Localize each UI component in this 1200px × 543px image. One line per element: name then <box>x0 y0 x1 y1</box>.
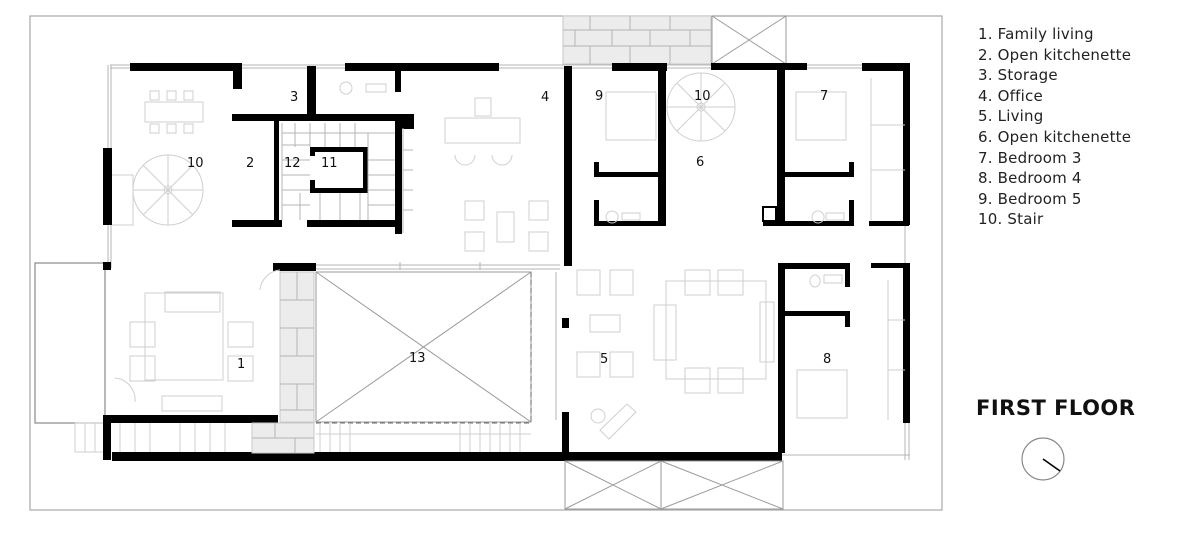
walls <box>103 63 910 461</box>
room-label-11: 11 <box>321 156 338 171</box>
legend-item: 5. Living <box>978 107 1044 126</box>
legend-item: 7. Bedroom 3 <box>978 148 1082 167</box>
floor-title: FIRST FLOOR <box>976 396 1136 420</box>
room-label-1: 1 <box>237 357 245 372</box>
stair-core <box>281 123 413 233</box>
room-label-7: 7 <box>820 89 828 104</box>
office-furniture <box>339 81 549 252</box>
room-labels: 1 2 3 4 5 6 7 8 9 10 10 11 12 13 <box>187 89 831 372</box>
family-living-furniture <box>114 269 281 412</box>
dining-table <box>144 90 204 134</box>
room-label-12: 12 <box>284 156 301 171</box>
site-boundary <box>29 15 943 511</box>
legend-item: 3. Storage <box>978 66 1058 85</box>
legend-item: 10. Stair <box>978 210 1044 229</box>
room-label-6: 6 <box>696 155 704 170</box>
room-label-10-left: 10 <box>187 156 204 171</box>
room-label-5: 5 <box>600 352 608 367</box>
legend-item: 8. Bedroom 4 <box>978 169 1082 188</box>
room-label-2: 2 <box>246 156 254 171</box>
room-legend: 1. Family living 2. Open kitchenette 3. … <box>978 24 1131 230</box>
room-label-13: 13 <box>409 351 426 366</box>
room-label-4: 4 <box>541 90 549 105</box>
top-paving <box>562 15 712 65</box>
side-paving <box>251 271 315 454</box>
room-label-10-right: 10 <box>694 89 711 104</box>
north-arrow-icon <box>1021 437 1065 481</box>
room-label-9: 9 <box>595 89 603 104</box>
left-terrace <box>34 262 106 424</box>
bottom-void <box>564 460 784 510</box>
legend-item: 4. Office <box>978 86 1043 105</box>
top-void <box>711 15 787 65</box>
room-label-8: 8 <box>823 352 831 367</box>
room-label-3: 3 <box>290 90 298 105</box>
living-furniture <box>576 269 775 440</box>
legend-item: 6. Open kitchenette <box>978 127 1132 146</box>
spiral-stair-right <box>666 72 736 142</box>
legend-item: 2. Open kitchenette <box>978 45 1132 64</box>
void-13 <box>74 262 560 453</box>
beds <box>605 78 905 420</box>
legend-item: 1. Family living <box>978 25 1094 43</box>
spiral-stair-left <box>112 154 204 226</box>
legend-item: 9. Bedroom 5 <box>978 189 1082 208</box>
